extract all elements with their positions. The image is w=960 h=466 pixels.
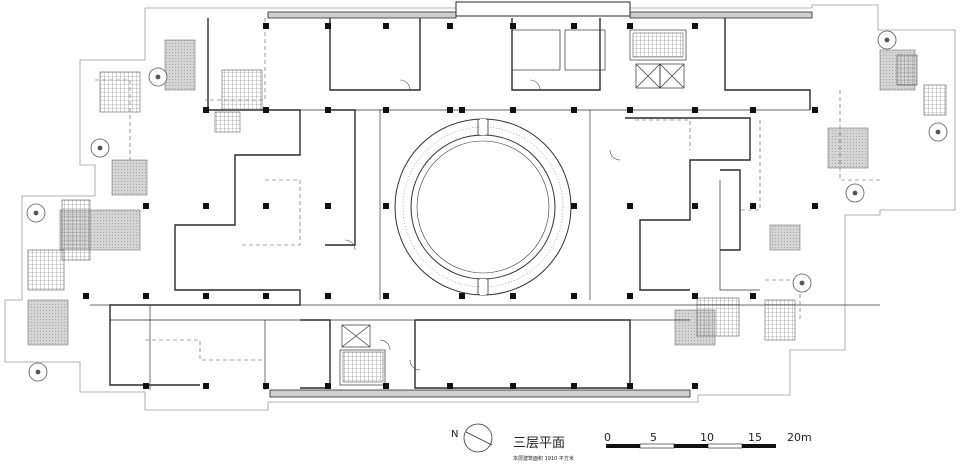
scale-tick-10: 10: [700, 431, 714, 444]
drawing-title: 三层平面: [513, 436, 565, 451]
scale-bar: [606, 443, 776, 449]
site-outline: [4, 4, 956, 411]
scale-tick-0: 0: [604, 431, 611, 444]
round-planters: [26, 30, 948, 382]
stairs: [99, 32, 796, 383]
circular-atrium: [394, 118, 572, 296]
exterior-walls: [267, 1, 813, 398]
hatched-zones: [27, 54, 947, 337]
scale-tick-15: 15: [748, 431, 762, 444]
scale-tick-5: 5: [650, 431, 657, 444]
interior-partitions: [90, 109, 880, 390]
structural-columns: [83, 23, 818, 389]
drawing-subtitle: 本层建筑面积 1910 平方米: [513, 455, 574, 462]
dashed-outlines: [95, 18, 880, 361]
north-label: N: [451, 429, 458, 440]
service-core: [339, 29, 687, 386]
door-swings: [344, 79, 621, 371]
scale-tick-20: 20m: [787, 431, 812, 444]
north-arrow-icon: [463, 423, 493, 453]
